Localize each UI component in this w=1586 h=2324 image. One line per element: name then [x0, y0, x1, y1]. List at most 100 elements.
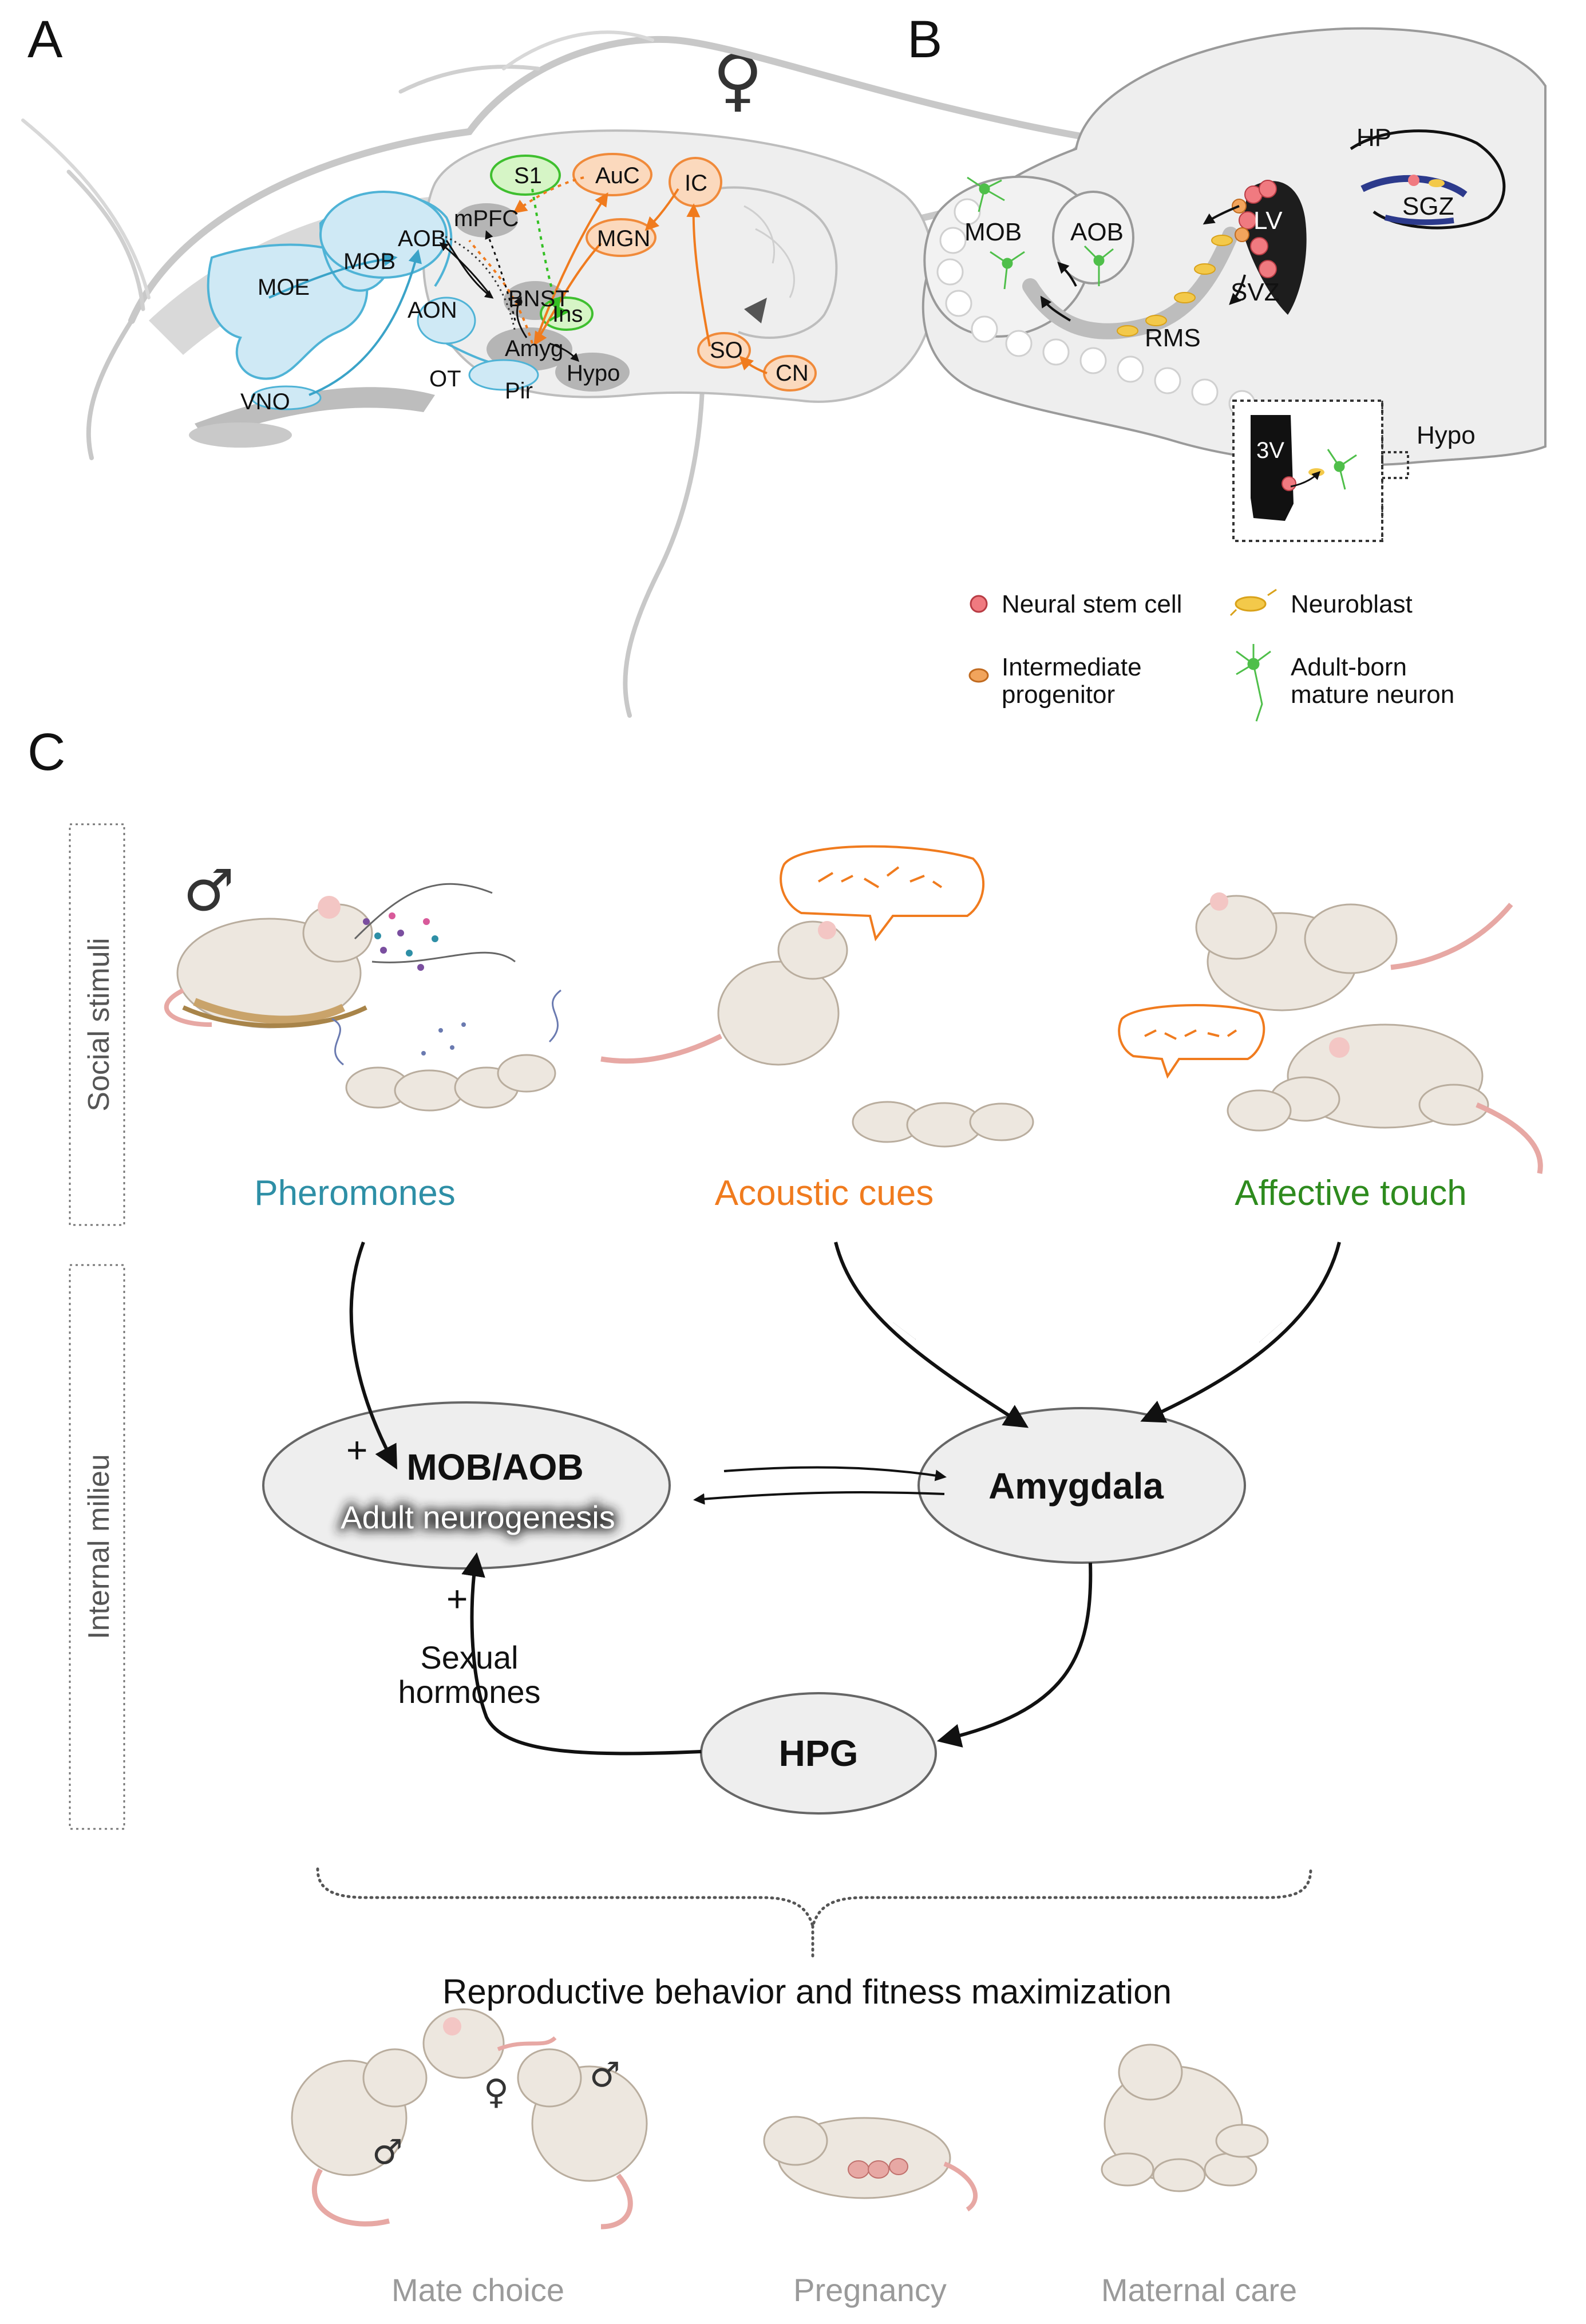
legend-intermediate-label-1: Intermediate — [1002, 653, 1142, 681]
hp-outline — [1350, 129, 1506, 230]
neurogenesis-glow: Adult neurogenesis — [341, 1499, 615, 1535]
panel-b: B — [907, 10, 1547, 722]
male-symbol-right: ♂ — [590, 2055, 620, 2095]
male-mouse-nest-illustration: ♂ — [164, 857, 516, 1029]
vocalizing-mouse-illustration — [600, 845, 1265, 1148]
label-moe: MOE — [258, 275, 310, 300]
label-ins: Ins — [552, 302, 583, 327]
label-cn: CN — [776, 361, 809, 386]
panel-c-letter: C — [27, 723, 65, 781]
label-auc: AuC — [595, 163, 640, 188]
region-labels-a: MOE MOB AOB AON mPFC BNST Amyg OT Pir Hy… — [240, 163, 809, 414]
legend-mature-label-2: mature neuron — [1291, 681, 1454, 709]
legend-stem-icon — [970, 595, 988, 613]
label-b-svz: SVZ — [1231, 278, 1280, 306]
outcome-brace — [316, 1867, 1312, 1932]
hypo-region — [555, 353, 630, 392]
panel-c: C Social stimuli Internal milieu ♂ — [27, 723, 1543, 2308]
mpfc-region — [455, 203, 518, 238]
legend-intermediate-label-2: progenitor — [1002, 681, 1115, 709]
pregnancy-illustration — [763, 2116, 978, 2212]
arrow-hpg-mob — [461, 1552, 702, 1756]
flow-arrows-c — [349, 1241, 1341, 1756]
s1-region — [490, 155, 561, 196]
arrow-acoustic-amygdala — [834, 1242, 1029, 1428]
label-mob: MOB — [343, 249, 395, 274]
label-s1: S1 — [514, 163, 542, 188]
pheromones-label: Pheromones — [254, 1173, 456, 1213]
affective-touch-illustration — [1195, 892, 1543, 1174]
third-ventricle — [1251, 415, 1294, 521]
label-amyg: Amyg — [505, 336, 563, 361]
amygdala-node — [917, 1407, 1246, 1564]
legend-intermediate-icon — [968, 668, 989, 683]
neurogenesis-label: Adult neurogenesis — [341, 1499, 615, 1535]
affective-touch-label: Affective touch — [1235, 1173, 1467, 1213]
mate-choice-label: Mate choice — [391, 2272, 564, 2308]
label-mgn: MGN — [597, 226, 650, 251]
hypo-mini-box — [1381, 451, 1409, 479]
label-so: SO — [710, 338, 743, 363]
pups-pheromone-illustration — [331, 989, 561, 1112]
mate-choice-illustration: ♂ ♀ ♂ — [291, 2008, 648, 2230]
label-vno: VNO — [240, 389, 290, 414]
panel-a: A ♀ — [21, 10, 1091, 718]
sexual-hormones-label-2: hormones — [398, 1674, 540, 1710]
neuroblasts-rms — [1117, 235, 1233, 337]
pir-region — [468, 359, 539, 391]
pregnancy-label: Pregnancy — [793, 2272, 947, 2308]
aob-b-region — [1052, 191, 1134, 284]
plus-sign-hormones: + — [446, 1578, 468, 1619]
lateral-ventricle — [1242, 181, 1307, 315]
region-labels-b: MOB AOB LV SVZ RMS HP SGZ Hypo 3V — [964, 124, 1476, 463]
fourth-ventricle — [744, 298, 767, 323]
social-stimuli-label: Social stimuli — [82, 938, 116, 1111]
label-b-mob: MOB — [964, 218, 1022, 246]
arrow-touch-amygdala — [1140, 1242, 1341, 1423]
label-ot: OT — [429, 366, 461, 392]
label-aon: AON — [408, 298, 457, 323]
mature-neurons-b — [967, 176, 1357, 490]
sexual-hormones-label-1: Sexual — [420, 1639, 518, 1675]
label-mpfc: mPFC — [454, 206, 519, 231]
so-region — [697, 332, 751, 369]
legend-mature-icon — [1236, 644, 1271, 722]
label-aob: AOB — [398, 226, 446, 251]
panel-b-letter: B — [907, 10, 942, 69]
panel-a-letter: A — [27, 10, 63, 69]
label-b-sgz: SGZ — [1402, 192, 1454, 220]
hpg-label: HPG — [779, 1733, 859, 1774]
label-hypo: Hypo — [567, 361, 620, 386]
label-b-rms: RMS — [1145, 324, 1201, 352]
palate — [195, 387, 435, 441]
arrow-amygdala-hpg — [936, 1562, 1093, 1748]
label-ic: IC — [685, 171, 707, 196]
male-symbol-c: ♂ — [183, 857, 235, 924]
mob-aob-label: MOB/AOB — [406, 1446, 583, 1488]
legend-neuroblast-icon — [1235, 596, 1267, 612]
mgn-region — [586, 218, 656, 257]
auc-region — [572, 153, 652, 196]
acoustic-cues-label: Acoustic cues — [715, 1173, 934, 1213]
label-b-hypo: Hypo — [1417, 421, 1476, 449]
stem-cells-svz — [1239, 180, 1277, 278]
maternal-care-illustration — [1101, 2044, 1269, 2192]
social-stimuli-box — [69, 823, 125, 1226]
vno-region — [251, 385, 322, 410]
label-b-aob: AOB — [1070, 218, 1124, 246]
label-bnst: BNST — [508, 286, 569, 311]
label-pir: Pir — [505, 378, 533, 404]
rms-arrows — [1040, 205, 1246, 322]
male-symbol-left: ♂ — [372, 2132, 403, 2172]
pathways-a — [439, 176, 768, 374]
arrow-mob-to-amygdala — [723, 1466, 947, 1481]
legend-mature-label-1: Adult-born — [1291, 653, 1407, 681]
panel-b-legend: Neural stem cell Neuroblast Intermediate… — [968, 588, 1454, 722]
legend-stem-label: Neural stem cell — [1002, 590, 1182, 618]
label-b-hp: HP — [1356, 124, 1391, 152]
arrow-amygdala-to-mob — [693, 1491, 945, 1505]
maternal-care-label: Maternal care — [1101, 2272, 1297, 2308]
glomeruli-row — [936, 198, 1256, 417]
label-b-lv: LV — [1253, 207, 1283, 235]
